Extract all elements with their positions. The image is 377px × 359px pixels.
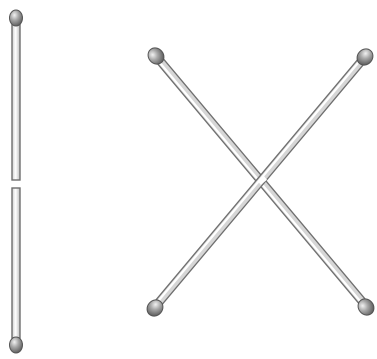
crossed-rods [144, 45, 377, 320]
knob-icon [10, 337, 23, 353]
left-vertical-rod [10, 10, 23, 353]
vertical-rod-upper-segment [12, 22, 20, 180]
vertical-rod-lower-segment [12, 188, 20, 338]
knob-icon [10, 10, 23, 26]
